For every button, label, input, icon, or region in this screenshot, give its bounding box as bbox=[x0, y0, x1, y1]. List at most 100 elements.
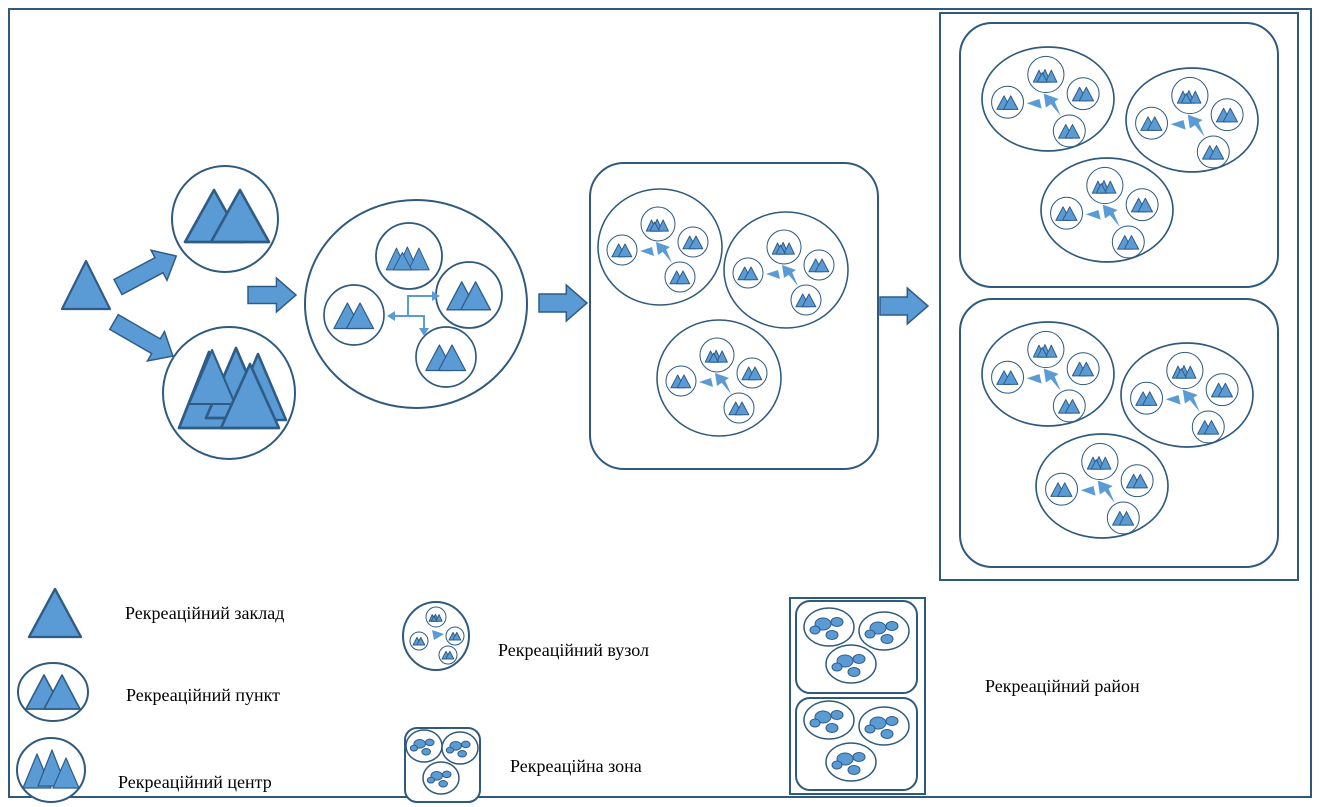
outer-frame bbox=[8, 8, 1312, 798]
punkt-icon bbox=[1135, 106, 1169, 140]
punkt-icon bbox=[323, 284, 385, 346]
triangle-icon bbox=[52, 757, 80, 789]
arrow-icon bbox=[432, 630, 444, 640]
triangle-icon bbox=[675, 270, 691, 285]
triangle-icon bbox=[43, 674, 81, 710]
triangle-icon bbox=[209, 188, 271, 244]
triangle-icon bbox=[1064, 124, 1081, 139]
tsentr-icon bbox=[640, 206, 676, 242]
arrow-icon bbox=[1187, 114, 1203, 129]
tsentr-icon bbox=[1027, 55, 1065, 94]
mini-node bbox=[858, 611, 910, 651]
punkt-icon bbox=[803, 249, 835, 281]
punkt-icon bbox=[445, 626, 465, 646]
vuzol-icon bbox=[723, 211, 849, 329]
triangle-icon bbox=[452, 631, 462, 641]
connector bbox=[408, 315, 425, 328]
triangle-icon bbox=[734, 401, 750, 416]
punkt-icon bbox=[1052, 114, 1086, 148]
mini-node bbox=[825, 742, 877, 782]
arrow-to-raion bbox=[879, 286, 930, 326]
vuzol-arrows bbox=[387, 291, 440, 336]
arrow-icon bbox=[1182, 389, 1198, 404]
triangle-icon bbox=[688, 235, 704, 250]
blob bbox=[847, 667, 861, 677]
triangle-icon bbox=[408, 247, 430, 271]
arrow-icon bbox=[1189, 397, 1200, 413]
mini-node bbox=[803, 607, 855, 647]
blob bbox=[830, 710, 844, 720]
punkt-icon bbox=[409, 631, 429, 651]
blob bbox=[885, 621, 899, 631]
vuzol-icon bbox=[981, 321, 1115, 427]
triangle-icon bbox=[1064, 399, 1081, 414]
punkt-icon bbox=[1050, 196, 1084, 230]
punkt-icon bbox=[1106, 501, 1140, 535]
legend-vuzol-icon bbox=[402, 601, 470, 671]
blob bbox=[885, 716, 899, 726]
arrow-icon bbox=[1080, 486, 1096, 496]
blob bbox=[421, 748, 431, 756]
triangle-icon bbox=[1203, 420, 1220, 435]
single-triangle-icon bbox=[60, 259, 112, 311]
triangle-icon bbox=[783, 242, 795, 255]
blob bbox=[864, 724, 876, 734]
node-arrows bbox=[766, 265, 798, 286]
node-arrows bbox=[640, 242, 672, 263]
triangle-icon bbox=[617, 243, 633, 258]
punkt-icon bbox=[1066, 352, 1100, 386]
blob bbox=[852, 752, 866, 762]
triangle-icon bbox=[1095, 183, 1107, 194]
arrow-to-vuzol bbox=[247, 276, 298, 314]
triangle-icon bbox=[1147, 116, 1163, 131]
legend-punkt-icon bbox=[17, 662, 89, 722]
tsentr-icon bbox=[766, 229, 802, 265]
punkt-icon bbox=[732, 257, 764, 289]
blob bbox=[438, 780, 448, 788]
arrow-icon bbox=[721, 380, 731, 394]
node-arrows bbox=[1165, 389, 1200, 413]
arrow-icon bbox=[1194, 122, 1205, 138]
triangle-icon bbox=[743, 266, 759, 281]
blob bbox=[852, 654, 866, 664]
blob bbox=[445, 746, 455, 754]
triangle-icon bbox=[1078, 361, 1095, 377]
triangle-icon bbox=[1189, 90, 1202, 104]
tsentr-icon bbox=[699, 337, 735, 373]
arrow-icon bbox=[1165, 395, 1181, 405]
blob bbox=[864, 629, 876, 639]
big-vuzol bbox=[304, 199, 528, 409]
punkt-icon bbox=[606, 234, 638, 266]
triangle-icon bbox=[1078, 86, 1095, 102]
arrow-icon bbox=[656, 242, 670, 255]
arrow-icon bbox=[1109, 212, 1120, 228]
punkt-icon bbox=[1125, 188, 1159, 222]
triangle-icon bbox=[1217, 382, 1234, 398]
mini-node bbox=[441, 731, 479, 765]
punkt-icon bbox=[1111, 225, 1145, 259]
triangle-icon bbox=[747, 366, 763, 381]
arrow-icon bbox=[640, 247, 654, 256]
punkt-icon bbox=[1191, 410, 1225, 444]
punkt-icon bbox=[723, 392, 755, 424]
punkt-icon bbox=[435, 261, 503, 329]
arrow-icon bbox=[1050, 101, 1061, 117]
triangle-icon bbox=[1104, 180, 1117, 194]
punkt-icon bbox=[736, 357, 768, 389]
arrow-icon bbox=[715, 373, 729, 386]
blob bbox=[825, 630, 839, 640]
big-tsentr bbox=[162, 326, 296, 460]
punkt-icon bbox=[790, 284, 822, 316]
tsentr-icon bbox=[1166, 351, 1204, 390]
legend-label-zaklad: Рекреаційний заклад bbox=[125, 603, 285, 623]
arrow-icon bbox=[1043, 368, 1059, 383]
triangle-icon bbox=[716, 350, 728, 363]
tsentr-icon bbox=[1086, 166, 1124, 205]
arrow-icon bbox=[766, 270, 780, 279]
punkt-icon bbox=[1045, 472, 1079, 506]
punkt-icon bbox=[1130, 381, 1164, 415]
arrow-icon bbox=[1026, 99, 1042, 109]
arrow-icon bbox=[1170, 120, 1186, 130]
triangle-icon bbox=[1137, 197, 1154, 213]
vuzol-icon bbox=[1040, 157, 1174, 263]
